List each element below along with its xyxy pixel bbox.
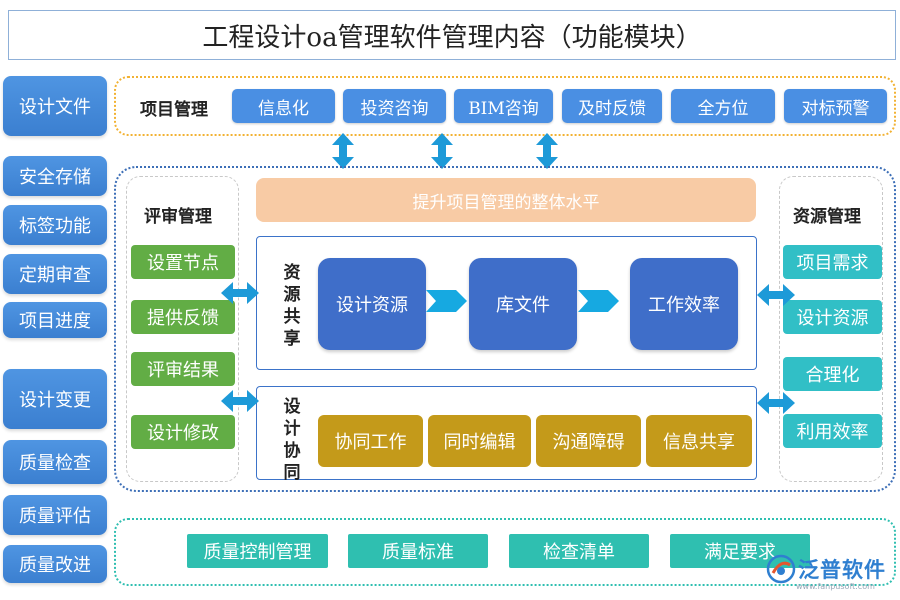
logo-url: www.fanpusoft.com — [796, 582, 875, 591]
resource-item-project-demand[interactable]: 项目需求 — [783, 245, 882, 279]
core-modules-group — [114, 166, 896, 492]
vertical-arrow-1 — [332, 133, 354, 169]
fanpu-logo: 泛普软件 www.fanpusoft.com — [766, 552, 896, 596]
pm-item-bim-consulting[interactable]: BIM咨询 — [454, 89, 553, 123]
review-item-design-modify[interactable]: 设计修改 — [131, 415, 235, 449]
title-text: 工程设计oa管理软件管理内容（功能模块） — [202, 22, 702, 53]
horizontal-arrow-2 — [221, 390, 259, 412]
left-item-secure-storage[interactable]: 安全存储 — [3, 156, 107, 196]
pm-item-timely-feedback[interactable]: 及时反馈 — [562, 89, 662, 123]
quality-item-standard[interactable]: 质量标准 — [348, 534, 488, 568]
logo-name: 泛普软件 — [798, 558, 886, 582]
pm-item-all-round[interactable]: 全方位 — [671, 89, 775, 123]
review-management-label: 评审管理 — [144, 207, 212, 227]
pm-item-informatization[interactable]: 信息化 — [232, 89, 335, 123]
left-item-design-change[interactable]: 设计变更 — [3, 369, 107, 429]
left-item-quality-assess[interactable]: 质量评估 — [3, 495, 107, 535]
vertical-arrow-2 — [431, 133, 453, 169]
left-item-quality-check[interactable]: 质量检查 — [3, 440, 107, 484]
chevron-arrow-1 — [426, 290, 467, 312]
share-item-work-efficiency[interactable]: 工作效率 — [630, 258, 738, 350]
quality-group — [114, 518, 896, 586]
review-item-set-nodes[interactable]: 设置节点 — [131, 245, 235, 279]
left-item-tag-function[interactable]: 标签功能 — [3, 205, 107, 245]
left-item-project-progress[interactable]: 项目进度 — [3, 302, 107, 338]
left-item-quality-improve[interactable]: 质量改进 — [3, 545, 107, 583]
collab-item-communication[interactable]: 沟通障碍 — [536, 415, 641, 467]
horizontal-arrow-4 — [757, 392, 795, 414]
logo-icon — [766, 554, 796, 584]
vertical-arrow-3 — [536, 133, 558, 169]
banner: 提升项目管理的整体水平 — [256, 178, 756, 222]
resource-management-label: 资源管理 — [793, 207, 861, 227]
design-collab-label: 设计协同 — [283, 397, 301, 483]
horizontal-arrow-1 — [221, 282, 259, 304]
share-item-library-files[interactable]: 库文件 — [469, 258, 577, 350]
left-item-design-file[interactable]: 设计文件 — [3, 76, 107, 136]
review-item-provide-feedback[interactable]: 提供反馈 — [131, 300, 235, 334]
resource-sharing-label: 资源共享 — [283, 263, 301, 349]
collab-item-info-share[interactable]: 信息共享 — [646, 415, 752, 467]
quality-item-checklist[interactable]: 检查清单 — [509, 534, 649, 568]
project-management-label: 项目管理 — [140, 100, 208, 120]
resource-item-design-resource[interactable]: 设计资源 — [783, 300, 882, 334]
chevron-arrow-2 — [578, 290, 619, 312]
review-management-group — [126, 176, 239, 482]
project-management-group — [114, 76, 896, 136]
resource-item-utilization[interactable]: 利用效率 — [783, 414, 882, 448]
share-item-design-resource[interactable]: 设计资源 — [318, 258, 426, 350]
review-item-review-result[interactable]: 评审结果 — [131, 352, 235, 386]
pm-item-benchmark-warning[interactable]: 对标预警 — [784, 89, 887, 123]
horizontal-arrow-3 — [757, 284, 795, 306]
collab-item-cowork[interactable]: 协同工作 — [318, 415, 423, 467]
quality-item-control[interactable]: 质量控制管理 — [187, 534, 328, 568]
resource-item-rationalization[interactable]: 合理化 — [783, 357, 882, 391]
resource-management-group — [779, 176, 883, 482]
left-item-periodic-review[interactable]: 定期审查 — [3, 254, 107, 294]
collab-item-co-edit[interactable]: 同时编辑 — [428, 415, 531, 467]
pm-item-investment-consulting[interactable]: 投资咨询 — [343, 89, 446, 123]
page-title: 工程设计oa管理软件管理内容（功能模块） — [8, 10, 896, 60]
